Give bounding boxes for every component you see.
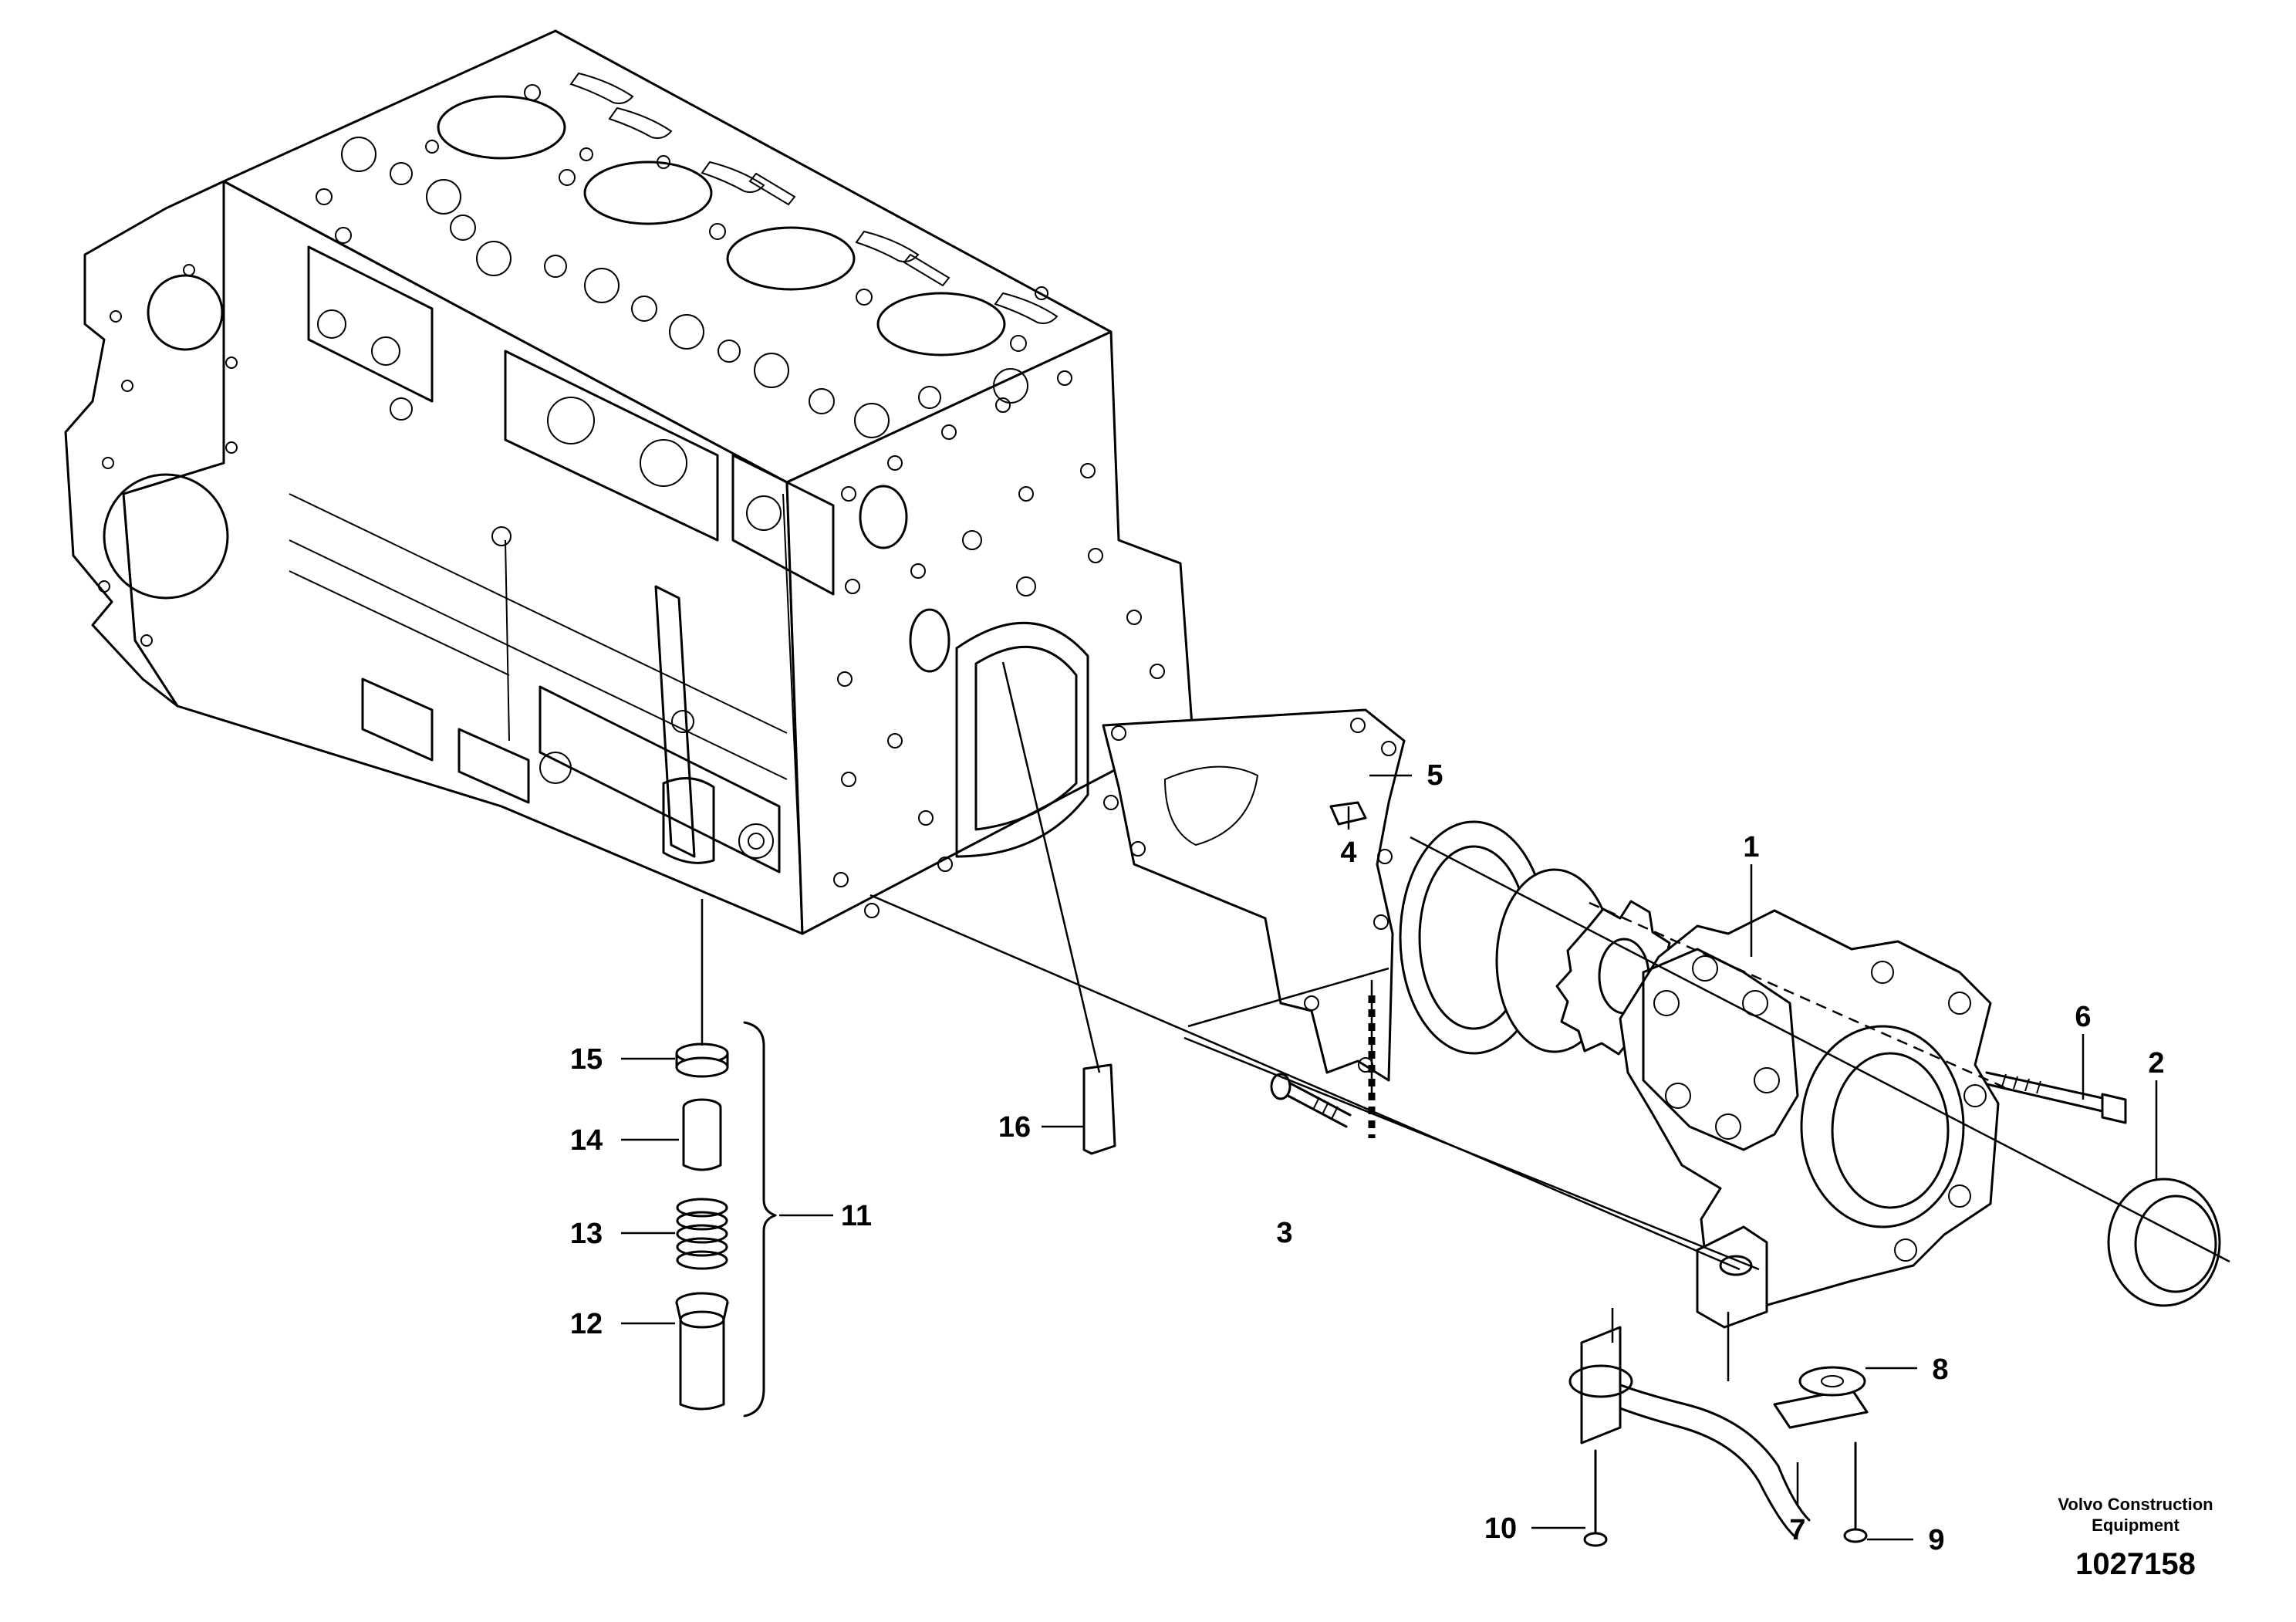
cylinder-bores [437, 95, 1006, 357]
flange-bore-upper [147, 274, 224, 351]
relief-valve-sleeve [675, 1292, 729, 1411]
strainer-screw-right [1843, 1441, 1868, 1543]
callout-4: 4 [1340, 836, 1356, 869]
housing-bolt-bosses [1653, 955, 1987, 1262]
deck-holes [316, 84, 1048, 438]
front-face-holes [833, 370, 1165, 918]
callout-15: 15 [570, 1043, 603, 1076]
hidden-axis-line [1589, 901, 2007, 1090]
gasket-bolt-holes [1103, 718, 1396, 1073]
document-number: 1027158 [2075, 1547, 2196, 1581]
housing-seal-bore [1800, 1025, 1965, 1228]
oil-strainer-pipe [1568, 1326, 1869, 1537]
gasket-bolt [1270, 1073, 1352, 1128]
oil-seal-inner [2134, 1195, 2217, 1293]
relief-valve-plunger [682, 1098, 722, 1171]
relief-valve-cap [675, 1042, 729, 1078]
callout-12: 12 [570, 1308, 603, 1340]
housing-bolt [1985, 1071, 2127, 1124]
deck-oil-passages [569, 72, 1059, 324]
callout-leaders [621, 774, 2158, 1541]
side-face-panels [307, 245, 835, 874]
credit-line-1: Volvo Construction [2058, 1495, 2213, 1514]
strainer-gasket-hole [1821, 1375, 1844, 1387]
engine-block [64, 29, 1194, 935]
relief-valve-bracket [743, 1021, 777, 1418]
housing-seal-bore-inner [1831, 1052, 1950, 1209]
bolt-head [1270, 1073, 1292, 1100]
side-face-ribs [289, 309, 803, 927]
callout-13: 13 [570, 1218, 603, 1250]
dipstick-guide-tube [1082, 1063, 1116, 1155]
callout-6: 6 [2075, 1001, 2091, 1033]
credit-line-2: Equipment [2092, 1516, 2180, 1535]
flange-bolt-holes [98, 264, 238, 647]
assembly-lines [701, 661, 2230, 1381]
callout-5: 5 [1427, 759, 1443, 792]
crankshaft-oil-seal [2107, 1178, 2221, 1307]
callout-16: 16 [998, 1111, 1031, 1144]
front-face-bores [859, 485, 1089, 858]
callout-14: 14 [570, 1124, 603, 1157]
gasket-inner-opening [1163, 765, 1259, 846]
strainer-gasket [1798, 1366, 1866, 1397]
callout-3: 3 [1276, 1217, 1292, 1249]
callout-11: 11 [841, 1200, 872, 1232]
oil-pump-gasket [1102, 708, 1406, 1082]
strainer-screw-left [1583, 1449, 1608, 1547]
callout-9: 9 [1928, 1524, 1944, 1556]
callout-8: 8 [1932, 1353, 1948, 1386]
callout-1: 1 [1743, 831, 1759, 863]
callout-10: 10 [1484, 1512, 1517, 1545]
flange-bore-lower [103, 473, 229, 600]
relief-valve-spring [676, 1198, 728, 1270]
engine-block-front-face [785, 330, 1194, 935]
engine-block-flywheel-flange [64, 180, 225, 708]
callout-2: 2 [2148, 1047, 2164, 1080]
callout-7: 7 [1789, 1514, 1805, 1546]
